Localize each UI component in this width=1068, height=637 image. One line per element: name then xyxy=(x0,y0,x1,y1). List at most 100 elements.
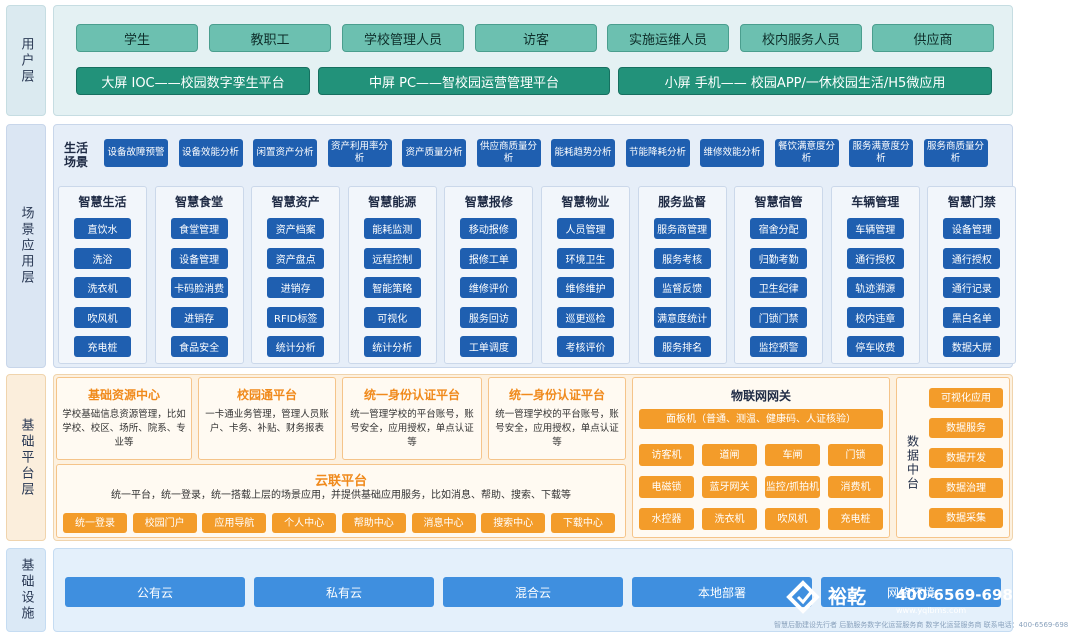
scene-module-item[interactable]: 校内违章 xyxy=(846,306,904,328)
scene-module-item[interactable]: 资产档案 xyxy=(267,218,325,239)
scene-module-item[interactable]: 服务回访 xyxy=(460,306,518,328)
cloud-service-button[interactable]: 个人中心 xyxy=(272,513,337,533)
scene-module-item[interactable]: 监控预警 xyxy=(750,336,808,358)
scene-module-item[interactable]: 统计分析 xyxy=(267,336,325,358)
brand-name: 裕乾 xyxy=(828,586,867,608)
scene-module-item[interactable]: 能耗监测 xyxy=(363,218,421,239)
scene-module-item[interactable]: 吹风机 xyxy=(74,306,131,328)
scene-module-item[interactable]: 维修评价 xyxy=(460,277,518,299)
scene-module-item[interactable]: 归勤考勤 xyxy=(750,247,808,269)
scene-module-item[interactable]: 可视化 xyxy=(363,306,421,328)
scene-module-item[interactable]: 人员管理 xyxy=(557,218,614,239)
iot-device-button[interactable]: 洗衣机 xyxy=(702,508,757,530)
scene-module-item[interactable]: 设备管理 xyxy=(170,247,228,269)
scene-module-item[interactable]: 食品安全 xyxy=(170,336,228,358)
iot-device-button[interactable]: 电磁锁 xyxy=(639,476,694,498)
cloud-service-button[interactable]: 搜索中心 xyxy=(481,513,546,533)
infra-option-4[interactable]: 本地部署 xyxy=(632,577,812,607)
data-platform-button[interactable]: 数据采集 xyxy=(929,508,1003,528)
iot-gateway-box: 物联网网关 面板机（普通、测温、健康码、人证核验） 访客机道闸车闸门锁电磁锁蓝牙… xyxy=(632,377,890,538)
iot-device-button[interactable]: 门锁 xyxy=(828,444,883,466)
cloud-platform-title: 云联平台 xyxy=(314,474,367,489)
cloud-service-button[interactable]: 校园门户 xyxy=(132,513,197,533)
scene-module-item[interactable]: 远程控制 xyxy=(363,247,421,269)
life-scene-item[interactable]: 闲置资产分析 xyxy=(253,139,317,167)
scene-module-item[interactable]: 报修工单 xyxy=(460,247,518,269)
scene-module-item[interactable]: 车辆管理 xyxy=(846,218,904,239)
life-scene-item[interactable]: 能耗趋势分析 xyxy=(551,139,615,167)
scene-module-item[interactable]: 服务排名 xyxy=(653,336,711,358)
infra-option-1[interactable]: 公有云 xyxy=(65,577,245,607)
scene-module-item[interactable]: 维修维护 xyxy=(557,277,614,299)
scene-module-item[interactable]: RFID标签 xyxy=(267,306,325,328)
cloud-service-button[interactable]: 应用导航 xyxy=(202,513,267,533)
scene-module-item[interactable]: 食堂管理 xyxy=(170,218,228,239)
scene-module-item[interactable]: 门锁门禁 xyxy=(750,306,808,328)
scene-module-item[interactable]: 环境卫生 xyxy=(557,247,614,269)
scene-layer-label: 场景应用层 xyxy=(6,124,46,368)
infra-option-3[interactable]: 混合云 xyxy=(443,577,623,607)
iot-device-button[interactable]: 充电桩 xyxy=(828,508,883,530)
iot-device-button[interactable]: 监控/抓拍机 xyxy=(765,476,820,498)
iot-device-button[interactable]: 吹风机 xyxy=(765,508,820,530)
iot-device-button[interactable]: 蓝牙网关 xyxy=(702,476,757,498)
infra-option-5[interactable]: 网络环境 xyxy=(821,577,1001,607)
iot-device-button[interactable]: 水控器 xyxy=(639,508,694,530)
life-scene-item[interactable]: 餐饮满意度分析 xyxy=(774,139,839,167)
life-scene-item[interactable]: 设备故障预警 xyxy=(104,139,168,167)
data-platform-button[interactable]: 可视化应用 xyxy=(929,388,1003,408)
scene-module-item[interactable]: 通行授权 xyxy=(943,247,1001,269)
cloud-service-button[interactable]: 统一登录 xyxy=(63,513,127,533)
scene-module-item[interactable]: 轨迹溯源 xyxy=(846,277,904,299)
life-scene-item[interactable]: 资产质量分析 xyxy=(402,139,466,167)
scene-module-item[interactable]: 进销存 xyxy=(170,306,228,328)
cloud-service-button[interactable]: 下载中心 xyxy=(550,513,615,533)
data-platform-button[interactable]: 数据服务 xyxy=(929,418,1003,438)
scene-module-item[interactable]: 智能策略 xyxy=(363,277,421,299)
life-scene-item[interactable]: 服务满意度分析 xyxy=(849,139,913,167)
scene-module-item[interactable]: 工单调度 xyxy=(460,336,518,358)
infra-option-2[interactable]: 私有云 xyxy=(254,577,434,607)
scene-module-item[interactable]: 统计分析 xyxy=(363,336,421,358)
scene-module-item[interactable]: 巡更巡检 xyxy=(557,306,614,328)
life-scene-item[interactable]: 资产利用率分析 xyxy=(327,139,392,167)
scene-module-item[interactable]: 黑白名单 xyxy=(943,306,1001,328)
iot-panel-machine: 面板机（普通、测温、健康码、人证核验） xyxy=(639,409,883,429)
infra-layer-label: 基础设施 xyxy=(6,548,46,632)
data-platform-button[interactable]: 数据开发 xyxy=(929,448,1003,468)
scene-module-item[interactable]: 设备管理 xyxy=(943,218,1001,239)
scene-module-item[interactable]: 停车收费 xyxy=(846,336,904,358)
iot-device-button[interactable]: 访客机 xyxy=(639,444,694,466)
scene-module-item[interactable]: 资产盘点 xyxy=(267,247,325,269)
scene-module-item[interactable]: 充电桩 xyxy=(74,336,131,358)
life-scene-item[interactable]: 维修效能分析 xyxy=(700,139,764,167)
iot-device-button[interactable]: 道闸 xyxy=(702,444,757,466)
data-platform-button[interactable]: 数据治理 xyxy=(929,478,1003,498)
scene-module-item[interactable]: 通行记录 xyxy=(943,277,1001,299)
scene-module-item[interactable]: 数据大屏 xyxy=(943,336,1001,358)
life-scene-item[interactable]: 服务商质量分析 xyxy=(923,139,988,167)
scene-module-item[interactable]: 宿舍分配 xyxy=(750,218,808,239)
scene-module-item[interactable]: 进销存 xyxy=(267,277,325,299)
scene-module-item[interactable]: 卫生纪律 xyxy=(750,277,808,299)
iot-device-button[interactable]: 车闸 xyxy=(765,444,820,466)
scene-module-2: 智慧食堂食堂管理设备管理卡码脸消费进销存食品安全 xyxy=(154,186,244,364)
scene-module-item[interactable]: 服务商管理 xyxy=(653,218,711,239)
brand-logo-icon xyxy=(786,580,820,614)
scene-module-item[interactable]: 考核评价 xyxy=(557,336,614,358)
scene-module-item[interactable]: 卡码脸消费 xyxy=(170,277,228,299)
scene-module-item[interactable]: 移动报修 xyxy=(460,218,518,239)
scene-module-item[interactable]: 服务考核 xyxy=(653,247,711,269)
scene-module-item[interactable]: 直饮水 xyxy=(74,218,131,239)
life-scene-item[interactable]: 节能降耗分析 xyxy=(625,139,690,167)
iot-device-button[interactable]: 消费机 xyxy=(828,476,883,498)
scene-module-item[interactable]: 通行授权 xyxy=(846,247,904,269)
scene-module-item[interactable]: 洗浴 xyxy=(74,247,131,269)
cloud-service-button[interactable]: 帮助中心 xyxy=(341,513,406,533)
scene-module-item[interactable]: 洗衣机 xyxy=(74,277,131,299)
life-scene-item[interactable]: 供应商质量分析 xyxy=(476,139,541,167)
scene-module-item[interactable]: 满意度统计 xyxy=(653,306,711,328)
cloud-service-button[interactable]: 消息中心 xyxy=(411,513,476,533)
life-scene-item[interactable]: 设备效能分析 xyxy=(178,139,243,167)
scene-module-item[interactable]: 监督反馈 xyxy=(653,277,711,299)
